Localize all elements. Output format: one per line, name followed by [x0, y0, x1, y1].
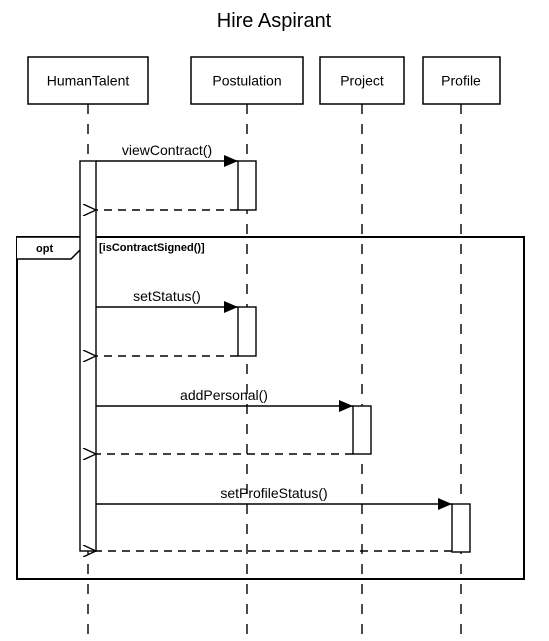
opt-fragment: opt [isContractSigned()] — [16, 236, 525, 580]
diagram-title: Hire Aspirant — [217, 10, 332, 32]
participant-label: Postulation — [212, 73, 281, 89]
message-set-profile-status: setProfileStatus() — [96, 485, 452, 510]
activation-project — [352, 405, 372, 455]
lifelines — [87, 104, 462, 641]
participant-label: HumanTalent — [47, 73, 130, 89]
message-view-contract: viewContract() — [96, 142, 238, 167]
message-add-personal: addPersonal() — [96, 387, 353, 412]
activation-postulation-1 — [237, 160, 257, 211]
participant-label: Profile — [441, 73, 481, 89]
message-set-status: setStatus() — [96, 288, 238, 313]
fragment-operator: opt — [36, 243, 53, 255]
activation-profile — [451, 503, 471, 553]
participant-postulation: Postulation — [190, 56, 304, 105]
message-label: setProfileStatus() — [220, 485, 327, 501]
message-label: setStatus() — [133, 288, 201, 304]
participant-label: Project — [340, 73, 384, 89]
participant-humantalent: HumanTalent — [27, 56, 149, 105]
participant-project: Project — [319, 56, 405, 105]
message-label: viewContract() — [122, 142, 212, 158]
participant-profile: Profile — [422, 56, 501, 105]
activation-humantalent — [79, 160, 97, 552]
activation-postulation-2 — [237, 306, 257, 357]
fragment-guard: [isContractSigned()] — [99, 242, 205, 254]
message-label: addPersonal() — [180, 387, 268, 403]
